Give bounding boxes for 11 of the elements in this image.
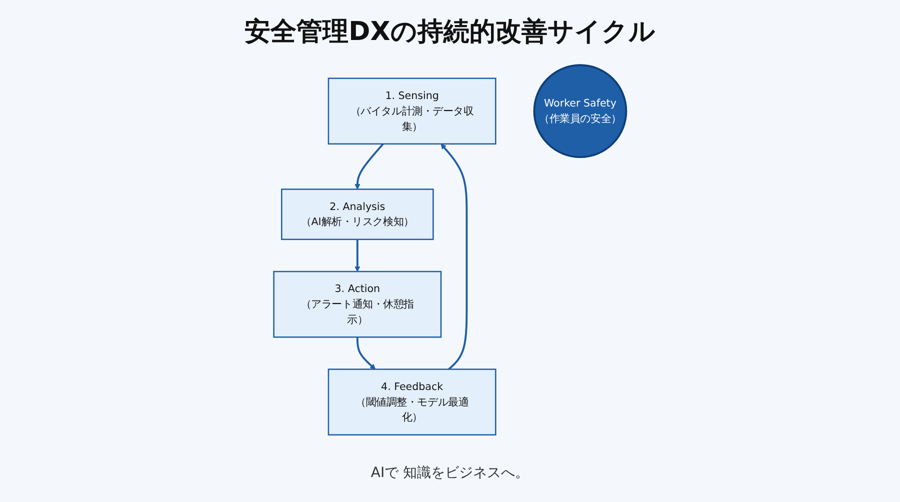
node-circle: Worker Safety （作業員の安全） xyxy=(533,64,628,158)
diagram-title: 安全管理DXの持続的改善サイクル xyxy=(244,16,656,49)
arrow xyxy=(440,144,468,370)
arrow xyxy=(354,143,384,190)
tagline-text: AIで 知識をビジネスへ。 xyxy=(370,465,530,481)
node-box: 3. Action （アラート通知・休憩指示） xyxy=(273,270,442,338)
node-box: 1. Sensing （バイタル計測・データ収集） xyxy=(328,78,496,145)
arrow xyxy=(354,239,360,272)
node-box: 2. Analysis （AI解析・リスク検知） xyxy=(281,188,434,240)
node-box: 4. Feedback （閾値調整・モデル最適化） xyxy=(328,368,496,436)
arrow xyxy=(356,337,376,370)
